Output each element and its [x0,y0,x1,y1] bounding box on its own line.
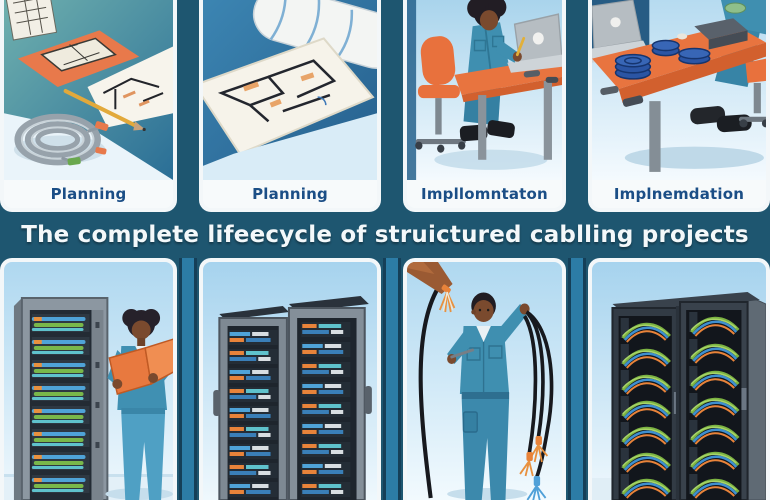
pencil [515,36,526,57]
mini-floor-plan-sheet [4,0,58,41]
technician-with-folder [107,309,173,500]
right-dark-rack [679,301,749,500]
assisting-arm [407,262,456,313]
floor-plan-sheet [87,46,173,128]
frayed-cable-ends [519,436,549,500]
workbench-spools-illustration [592,0,766,180]
rack-side-panel [747,295,766,500]
pencil [63,88,138,128]
seated-technician [459,0,515,142]
blueprint-roll-illustration [203,0,377,180]
top-panel-row: Planning [0,0,770,212]
blueprint-sheet [203,37,375,155]
title-banner: The complete lifeecycle of struictured c… [0,212,770,258]
panel-label-implementation-2: Implnemdation [592,180,766,208]
panel-workbench-spools: Implnemdation [588,0,770,212]
cable-termination-illustration [407,262,562,500]
panel-cable-termination [403,258,566,500]
panel-blueprint-roll: Planning [199,0,381,212]
hand-tool [450,348,475,359]
panel-divider-bar [179,258,197,500]
left-dark-rack [611,307,679,500]
banner-title-text: The complete lifeecycle of struictured c… [21,222,749,248]
panel-technician-desk: Impllomntaton [403,0,566,212]
panel-cable-racks [588,258,770,500]
panel-divider-bar [568,258,586,500]
panel-inspection-rack [0,258,177,500]
panel-divider-bar [383,258,401,500]
cable-spools [614,39,711,80]
panel-server-cabinets [199,258,381,500]
inspection-rack-illustration [4,262,173,500]
laptop [507,13,562,73]
bottom-panel-row [0,258,770,500]
panel-label-planning-2: Planning [203,180,377,208]
cable-coil [14,113,109,166]
patch-panel-rack [13,297,109,500]
panel-label-implementation-1: Impllomntaton [407,180,562,208]
technician-holding-cables [447,292,530,500]
planning-materials-illustration [4,0,173,180]
left-cabinet [213,306,289,500]
right-cabinet [287,296,372,500]
office-chair [415,36,466,153]
long-black-cable [418,286,440,499]
technician-desk-illustration [407,0,562,180]
server-cabinets-illustration [203,262,377,500]
dressed-cable-racks-illustration [592,262,766,500]
panel-planning-materials: Planning [0,0,177,212]
tool-box [694,18,748,50]
stool-chair [738,58,766,128]
black-cable-loops [523,310,554,479]
panel-label-planning-1: Planning [4,180,173,208]
